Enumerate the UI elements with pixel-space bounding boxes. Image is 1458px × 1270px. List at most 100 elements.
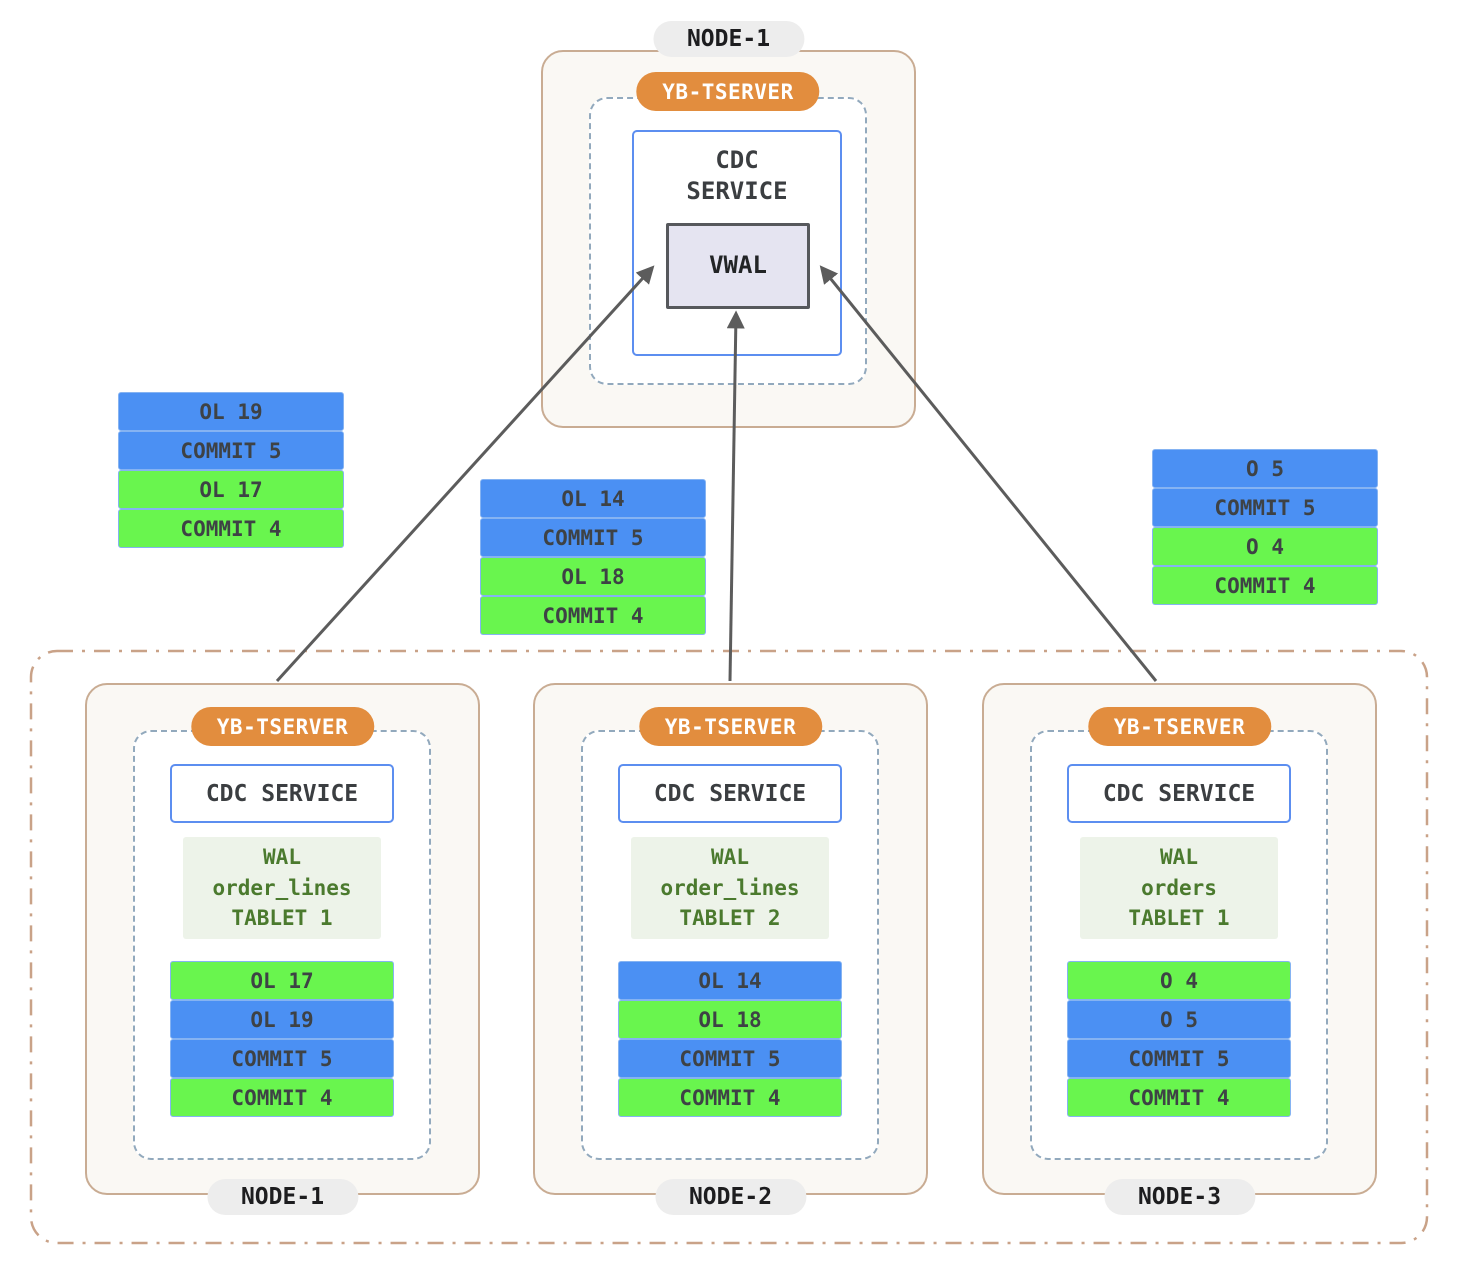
wal-record-bar: O 4 [1067,961,1291,1000]
node3-label: NODE-3 [1137,1184,1222,1210]
wal-record-bar: COMMIT 4 [1152,566,1378,605]
wal-record-bar: OL 19 [118,392,344,431]
top-cdc-label-line2: SERVICE [686,177,788,206]
bar-label: COMMIT 5 [1128,1046,1230,1071]
node2-label: NODE-2 [688,1184,773,1210]
wal-record-bar: OL 19 [170,1000,394,1039]
node1-tserver-pill: YB-TSERVER [190,707,375,746]
bar-label: OL 18 [698,1007,762,1032]
bar-label: O 4 [1160,968,1198,993]
wal-record-bar: COMMIT 4 [1067,1078,1291,1117]
bar-label: COMMIT 4 [231,1085,333,1110]
wal-record-bar: COMMIT 5 [618,1039,842,1078]
bar-label: OL 17 [199,477,263,502]
wal-record-bar: OL 14 [618,961,842,1000]
cdc-service-label: CDC SERVICE [205,780,359,807]
node3-tserver-pill: YB-TSERVER [1087,707,1272,746]
wal-record-bar: OL 18 [480,557,706,596]
wal-line: TABLET 1 [1128,906,1230,931]
wal-record-bar: COMMIT 5 [1067,1039,1291,1078]
node2-cdc-service-box: CDC SERVICE [618,764,842,823]
node2-dashed-box: CDC SERVICE WAL order_lines TABLET 2 OL … [581,730,879,1160]
node1-cdc-service-box: CDC SERVICE [170,764,394,823]
top-cdc-service-box: CDC SERVICE VWAL [632,130,842,356]
wal-record-bar: COMMIT 5 [1152,488,1378,527]
bar-label: COMMIT 4 [542,603,644,628]
top-node-label-pill: NODE-1 [652,21,805,57]
node3-wal-stack: O 4 O 5 COMMIT 5 COMMIT 4 [1067,961,1291,1117]
vwal-label: VWAL [709,251,767,280]
node1-tserver-label: YB-TSERVER [216,714,349,739]
wal-record-bar: COMMIT 5 [170,1039,394,1078]
top-tserver-dashed-box: YB-TSERVER CDC SERVICE VWAL [589,72,867,385]
bar-label: COMMIT 5 [231,1046,333,1071]
wal-line: TABLET 1 [231,906,333,931]
bar-label: COMMIT 5 [679,1046,781,1071]
node1-label-pill: NODE-1 [206,1179,359,1215]
node3-tserver-label: YB-TSERVER [1113,714,1246,739]
bar-label: OL 19 [199,399,263,424]
top-node-label: NODE-1 [686,26,771,52]
wal-line: TABLET 2 [679,906,781,931]
top-cdc-label-line1: CDC [715,146,759,174]
cdc-service-label: CDC SERVICE [653,780,807,807]
wal-line: WAL [263,845,301,870]
bar-label: OL 14 [698,968,762,993]
floating-stack-middle: OL 14 COMMIT 5 OL 18 COMMIT 4 [480,479,706,635]
node1-dashed-box: CDC SERVICE WAL order_lines TABLET 1 OL … [133,730,431,1160]
node3-label-pill: NODE-3 [1103,1179,1256,1215]
node2-tserver-label: YB-TSERVER [664,714,797,739]
wal-record-bar: OL 17 [170,961,394,1000]
node3-wal-box: WAL orders TABLET 1 [1080,837,1278,939]
bottom-node-3-box: YB-TSERVER CDC SERVICE WAL orders TABLET… [982,683,1377,1215]
bottom-node-2-box: YB-TSERVER CDC SERVICE WAL order_lines T… [533,683,928,1215]
wal-record-bar: O 5 [1067,1000,1291,1039]
node2-label-pill: NODE-2 [654,1179,807,1215]
bar-label: O 5 [1246,456,1284,481]
bar-label: COMMIT 4 [679,1085,781,1110]
node1-wal-box: WAL order_lines TABLET 1 [183,837,381,939]
wal-record-bar: O 5 [1152,449,1378,488]
wal-record-bar: OL 17 [118,470,344,509]
bar-label: COMMIT 5 [542,525,644,550]
bar-label: COMMIT 4 [180,516,282,541]
wal-record-bar: O 4 [1152,527,1378,566]
wal-line: orders [1141,875,1217,900]
wal-record-bar: OL 18 [618,1000,842,1039]
floating-stack-left: OL 19 COMMIT 5 OL 17 COMMIT 4 [118,392,344,548]
wal-record-bar: COMMIT 4 [118,509,344,548]
top-tserver-pill: YB-TSERVER [636,72,820,111]
vwal-box: VWAL [666,223,810,309]
wal-record-bar: COMMIT 4 [170,1078,394,1117]
wal-record-bar: COMMIT 5 [118,431,344,470]
bar-label: COMMIT 5 [1214,495,1316,520]
bar-label: COMMIT 5 [180,438,282,463]
node3-dashed-box: CDC SERVICE WAL orders TABLET 1 O 4 O 5 … [1030,730,1328,1160]
node2-tserver-pill: YB-TSERVER [638,707,823,746]
bar-label: O 5 [1160,1007,1198,1032]
top-tserver-label: YB-TSERVER [662,79,794,104]
bottom-node-1-box: YB-TSERVER CDC SERVICE WAL order_lines T… [85,683,480,1215]
wal-line: WAL [1160,845,1198,870]
wal-record-bar: COMMIT 4 [618,1078,842,1117]
node1-wal-stack: OL 17 OL 19 COMMIT 5 COMMIT 4 [170,961,394,1117]
wal-line: order_lines [212,875,352,900]
node1-label: NODE-1 [240,1184,325,1210]
floating-stack-right: O 5 COMMIT 5 O 4 COMMIT 4 [1152,449,1378,605]
bar-label: O 4 [1246,534,1284,559]
node3-cdc-service-box: CDC SERVICE [1067,764,1291,823]
bar-label: COMMIT 4 [1128,1085,1230,1110]
cdc-service-label: CDC SERVICE [1102,780,1256,807]
node2-wal-stack: OL 14 OL 18 COMMIT 5 COMMIT 4 [618,961,842,1117]
bar-label: OL 19 [250,1007,314,1032]
wal-record-bar: OL 14 [480,479,706,518]
bar-label: OL 17 [250,968,314,993]
top-node-box: NODE-1 YB-TSERVER CDC SERVICE VWAL [541,21,916,428]
bar-label: OL 18 [561,564,625,589]
wal-line: order_lines [660,875,800,900]
bar-label: COMMIT 4 [1214,573,1316,598]
wal-record-bar: COMMIT 5 [480,518,706,557]
wal-line: WAL [711,845,749,870]
node2-wal-box: WAL order_lines TABLET 2 [631,837,829,939]
